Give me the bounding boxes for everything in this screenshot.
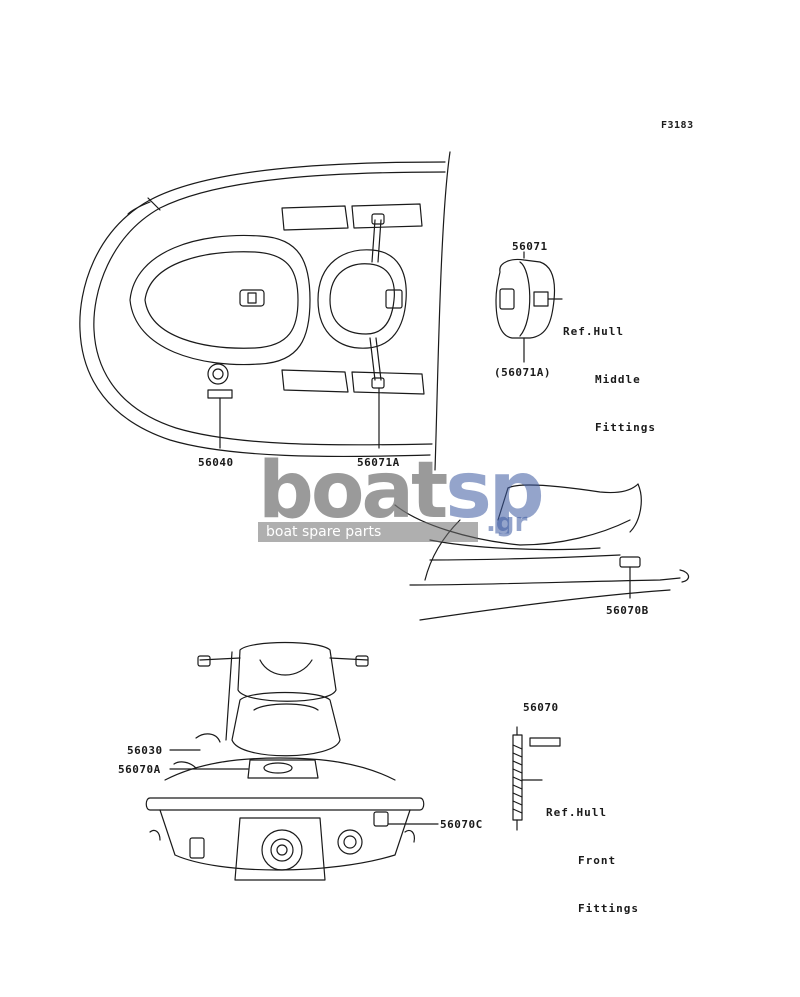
ref-front-line2: Front [578,854,617,867]
figure-id: F3183 [661,120,694,131]
part-number-56071A: 56071A [357,456,400,469]
boatsp-watermark-logo: boatsp .gr boat spare parts [258,452,558,547]
watermark-tagline: boat spare parts [258,522,478,542]
part-number-56071: 56071 [512,240,548,253]
part-number-56071A-paren: (56071A) [494,366,551,379]
part-number-56070A: 56070A [118,763,161,776]
watermark-wordmark: boatsp [258,452,545,530]
ref-middle-line1: Ref.Hull [563,325,624,338]
ref-hull-middle-fittings: Ref.Hull Middle Fittings [563,292,656,468]
craft-rear-view [145,641,439,881]
ref-hull-front-fittings: Ref.Hull Front Fittings [546,773,639,949]
ref-front-line1: Ref.Hull [546,806,607,819]
part-number-56040: 56040 [198,456,234,469]
part-number-56070B: 56070B [606,604,649,617]
middle-fitting-detail [495,251,563,363]
hull-top-view [79,151,451,471]
ref-middle-line2: Middle [595,373,641,386]
ref-middle-line3: Fittings [595,421,656,434]
part-number-56030: 56030 [127,744,163,757]
watermark-word-accent: sp [445,446,544,536]
watermark-word: boat [258,446,448,536]
ref-front-line3: Fittings [578,902,639,915]
part-number-56070C: 56070C [440,818,483,831]
part-number-56070: 56070 [523,701,559,714]
watermark-suffix: .gr [486,508,528,538]
front-fitting-detail [512,726,561,831]
